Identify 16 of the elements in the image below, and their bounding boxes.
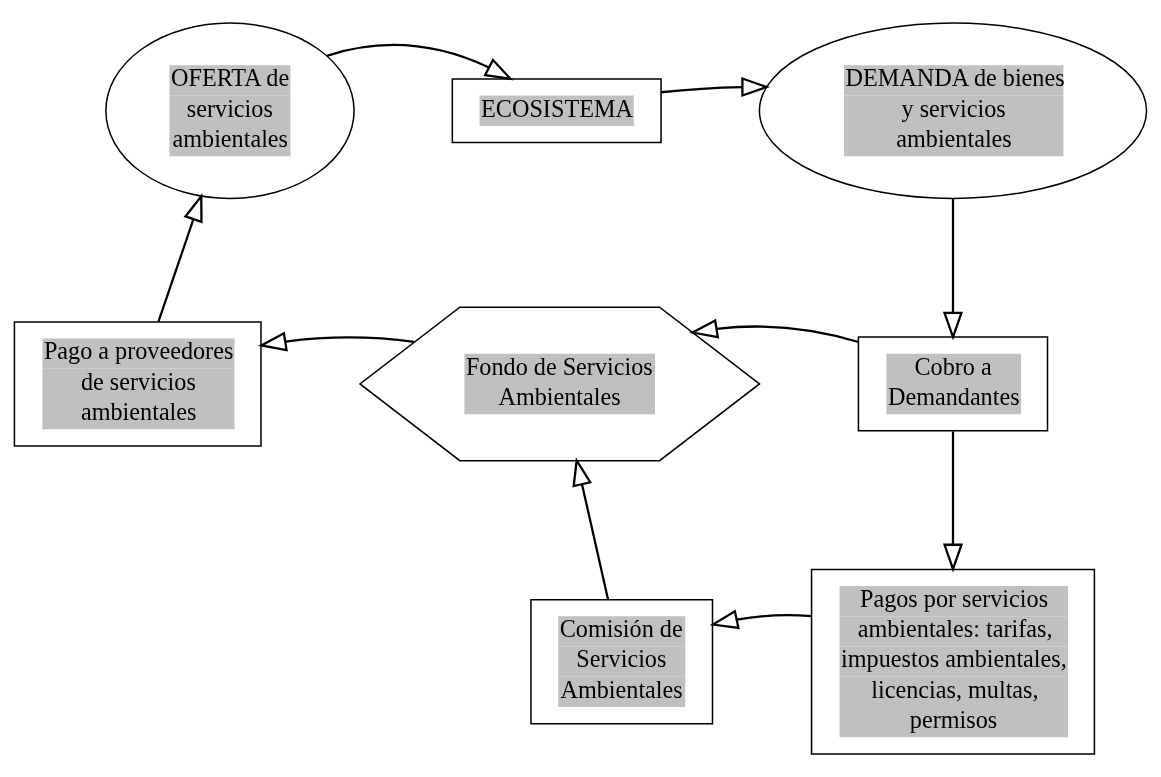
node-box: Pago a proveedores de servicios ambientales — [13, 321, 262, 447]
arrow — [942, 431, 964, 573]
arrow — [709, 609, 812, 630]
arrow — [257, 331, 415, 352]
arrow — [942, 198, 964, 341]
node-box: Comisión de Servicios Ambientales — [530, 598, 714, 725]
arrow — [689, 318, 859, 344]
node-ellipse: OFERTA de servicios ambientales — [105, 22, 355, 200]
arrow — [572, 457, 610, 600]
node-box: Cobro a Demandantes — [857, 336, 1049, 432]
arrow — [326, 43, 514, 81]
node-box: Pagos por servicios ambientales: tarifas, impuestos ambientales, licencias, multas, permisos — [810, 568, 1096, 755]
node-box: ECOSISTEMA — [451, 78, 662, 144]
arrow — [157, 193, 203, 322]
node-ellipse: DEMANDA de bienes y servicios ambientales — [758, 22, 1148, 200]
arrow — [661, 76, 771, 98]
